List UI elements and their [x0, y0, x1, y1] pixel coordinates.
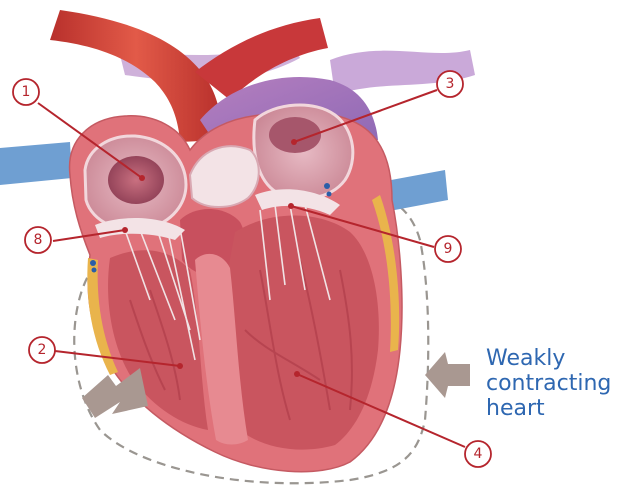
conduction-node-right-b: [327, 192, 332, 197]
caption-line-1: Weakly: [486, 346, 636, 371]
vena-cava-left: [0, 142, 72, 185]
conduction-node-right-a: [324, 183, 330, 189]
leader-dot-3: [291, 139, 297, 145]
callout-label-4: 4: [474, 446, 483, 462]
contraction-arrow-left-icon: [82, 368, 148, 418]
leader-dot-4: [294, 371, 300, 377]
callout-label-1: 1: [22, 84, 31, 100]
leader-dot-8: [122, 227, 128, 233]
callout-label-2: 2: [38, 342, 47, 358]
conduction-node-left-a: [90, 260, 96, 266]
caption-line-3: heart: [486, 396, 636, 421]
leader-dot-9: [288, 203, 294, 209]
callout-label-9: 9: [444, 241, 453, 257]
caption-line-2: contracting: [486, 371, 636, 396]
leader-dot-1: [139, 175, 145, 181]
callout-label-8: 8: [34, 232, 43, 248]
contraction-arrow-right-icon: [425, 352, 470, 398]
callout-label-3: 3: [446, 76, 455, 92]
leader-dot-2: [177, 363, 183, 369]
atrium-opening: [108, 156, 164, 204]
conduction-node-left-b: [92, 268, 97, 273]
weakly-contracting-heart-caption: Weakly contracting heart: [486, 346, 636, 421]
